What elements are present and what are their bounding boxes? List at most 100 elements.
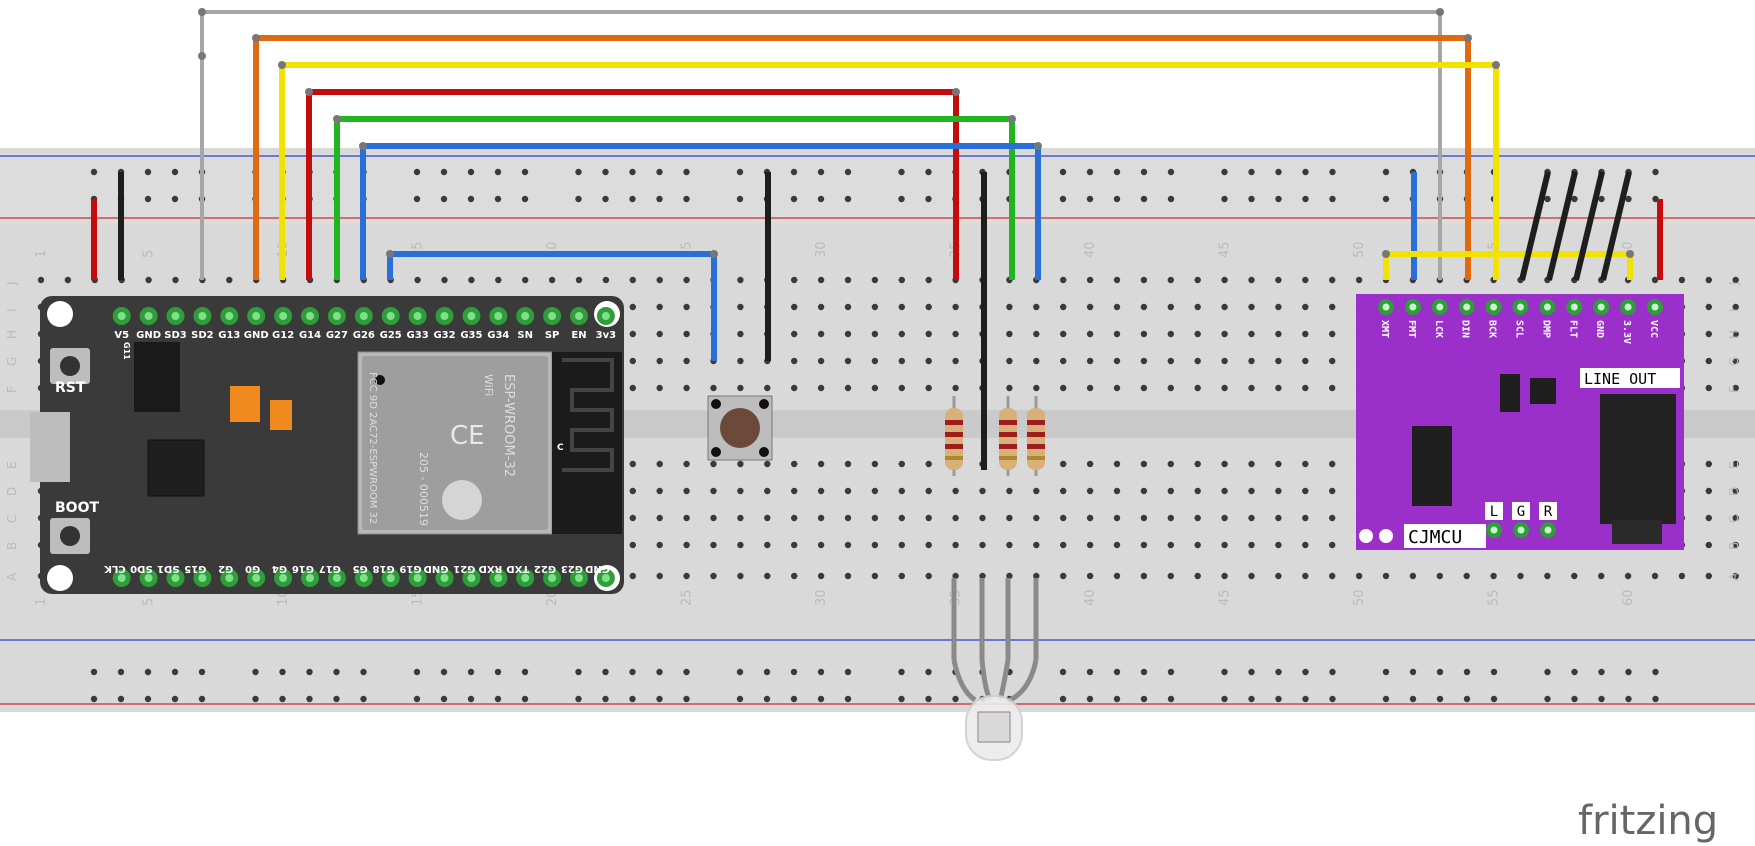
esp32-top-pin-label: V5 [114, 330, 129, 341]
column-number: 60 [1621, 589, 1636, 606]
esp32-top-pin-label: EN [571, 330, 586, 341]
esp32-top-pin-label: G14 [299, 330, 321, 341]
dac-pin-label: GND [1594, 320, 1605, 338]
esp32-bottom-pin-label: SD0 [130, 563, 153, 574]
esp32-bottom-pin-label: G23 [561, 563, 583, 574]
dac-pin-label: VCC [1648, 320, 1659, 338]
esp32-top-pin-label: SP [545, 330, 560, 341]
column-number: 5 [142, 250, 157, 258]
esp32-bottom-pin-label: G21 [453, 563, 475, 574]
dac-output-label: L [1490, 504, 1498, 520]
esp32-top-pin-label: 3v3 [596, 330, 616, 341]
column-number: 55 [1487, 589, 1502, 606]
wire[interactable] [1519, 171, 1551, 281]
row-letter: D [1727, 487, 1741, 496]
wire[interactable] [334, 116, 1015, 280]
row-letter: H [5, 330, 19, 339]
esp32-bottom-pin-label: G0 [245, 563, 260, 574]
line-out-label: LINE OUT [1584, 370, 1656, 388]
wire[interactable] [1383, 251, 1633, 280]
row-letter: G [1727, 357, 1741, 366]
row-letter: C [5, 515, 19, 523]
row-letter: J [5, 281, 19, 286]
row-letter: A [1727, 572, 1741, 581]
wire[interactable] [279, 62, 1499, 280]
row-letter: F [5, 386, 19, 393]
row-letter: G [5, 357, 19, 366]
column-number: 45 [1218, 589, 1233, 606]
wire[interactable] [360, 143, 1041, 280]
esp32-top-pin-label: G12 [272, 330, 294, 341]
resistor-icon [1027, 408, 1045, 470]
row-letter: B [5, 542, 19, 550]
esp32-bottom-pin-label: G4 [272, 563, 287, 574]
wire[interactable] [387, 251, 717, 361]
row-letter: D [5, 487, 19, 496]
esp32-bottom-pin-label: GND [424, 563, 449, 574]
dac-pin-label: LCK [1433, 320, 1444, 338]
espressif-logo-icon [442, 480, 482, 520]
esp32-top-pin-label: SD3 [164, 330, 187, 341]
wire[interactable] [253, 35, 1471, 280]
esp32-bottom-pin-label: G18 [373, 563, 395, 574]
wire[interactable] [1573, 171, 1605, 281]
module-fcc-text: FCC 9D 2AC72-ESPWROOM 32 [367, 372, 378, 524]
push-button[interactable] [707, 395, 773, 461]
wire[interactable] [1600, 171, 1632, 281]
dac-pin-label: 3.3V [1621, 320, 1632, 344]
row-letter: I [1727, 308, 1741, 312]
esp32-top-pin-label: GND [244, 330, 269, 341]
push-button-cap-icon[interactable] [720, 408, 760, 448]
esp32-bottom-pin-label: G17 [319, 563, 341, 574]
row-letter: I [5, 308, 19, 312]
esp32-top-pin-label: SD2 [191, 330, 214, 341]
esp32-bottom-pin-label: G19 [399, 563, 421, 574]
dac-pin-label: SCL [1514, 320, 1525, 338]
row-letter: E [5, 461, 19, 469]
row-letter: J [1727, 281, 1741, 286]
esp32-bottom-pin-label: TXD [506, 563, 529, 574]
usb-port-icon [30, 412, 70, 482]
wifi-logo-text: WiFi [482, 374, 495, 396]
boot-label: BOOT [55, 500, 99, 516]
column-number: 25 [680, 589, 695, 606]
dac-pin-label: XMT [1379, 320, 1390, 338]
column-number: 50 [1352, 589, 1367, 606]
ce-mark-icon: CE [450, 421, 485, 451]
esp32-bottom-pin-label: GND [585, 563, 610, 574]
resistors [945, 396, 1045, 476]
row-letter: H [1727, 330, 1741, 339]
column-number: 1 [34, 598, 49, 606]
column-number: 30 [814, 589, 829, 606]
mount-hole-icon [47, 301, 73, 327]
esp32-top-pin-label: G33 [407, 330, 429, 341]
rgb-led [951, 578, 1039, 761]
esp32-bottom-pin-label: G2 [218, 563, 233, 574]
wire[interactable] [1546, 171, 1578, 281]
esp32-top-pin-label: GND [136, 330, 161, 341]
esp32-bottom-pin-label: G16 [292, 563, 314, 574]
dac-output-label: G [1517, 504, 1525, 520]
column-number: 30 [814, 241, 829, 258]
esp32-top-pin-label: G32 [433, 330, 455, 341]
column-number: 1 [34, 250, 49, 258]
esp32-bottom-pin-label: RXD [479, 563, 503, 574]
column-number: 45 [1218, 241, 1233, 258]
wire[interactable] [200, 10, 1442, 280]
esp32-top-pin-label: G27 [326, 330, 348, 341]
module-id-text: 205 - 000519 [417, 452, 430, 526]
esp32-bottom-pin-label: G15 [184, 563, 206, 574]
rst-label: RST [55, 380, 86, 396]
g11-label: G11 [122, 342, 131, 360]
resistor-icon [999, 408, 1017, 470]
brand-label: CJMCU [1408, 527, 1462, 548]
wire[interactable] [306, 89, 959, 280]
dac-pin-label: DMP [1540, 320, 1551, 338]
esp32-top-pin-label: G26 [353, 330, 375, 341]
column-number: 40 [1083, 589, 1098, 606]
